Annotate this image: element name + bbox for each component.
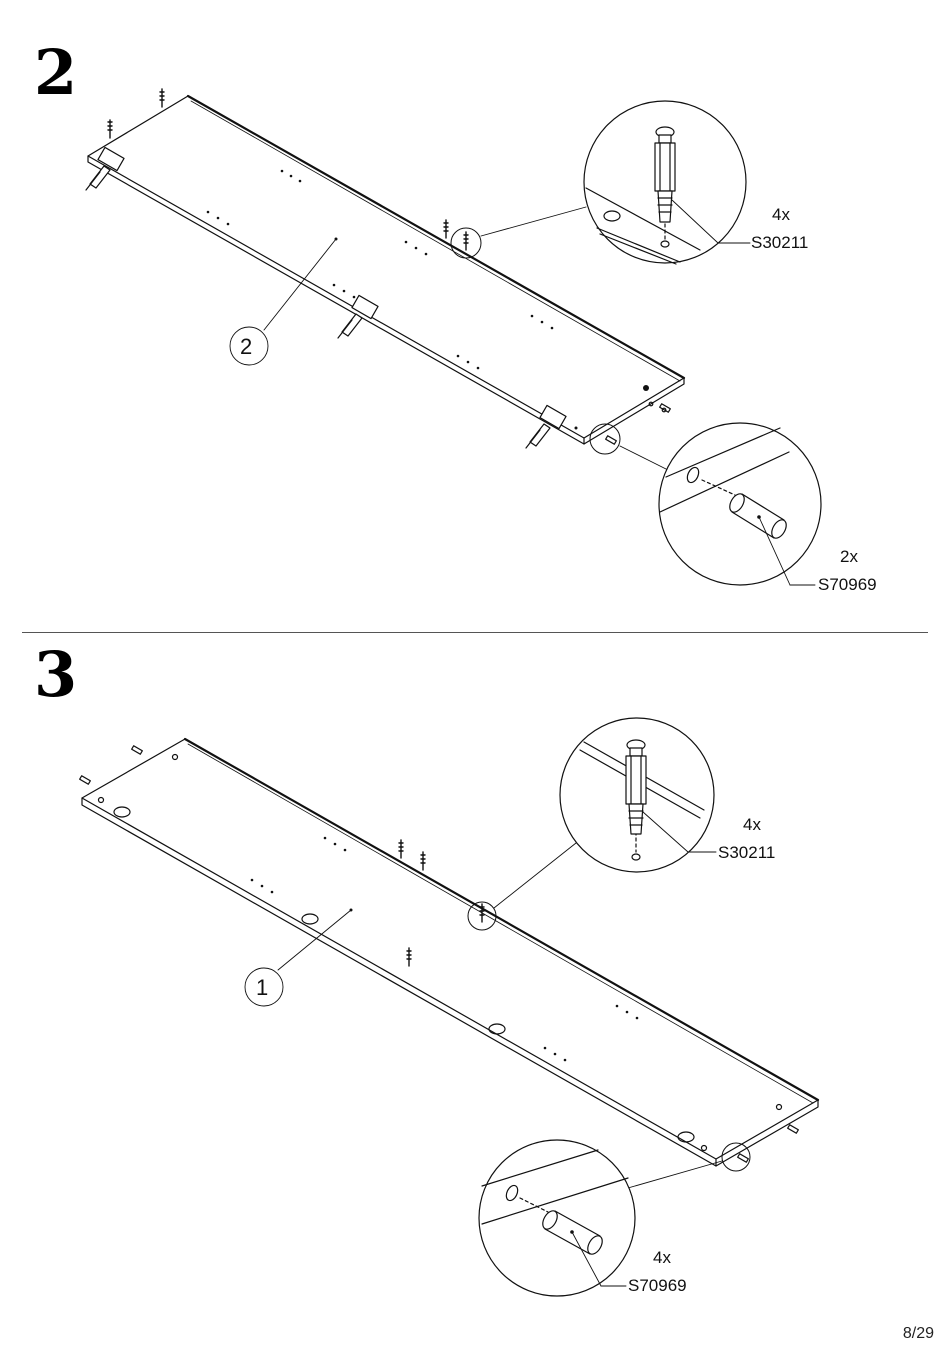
part-1-label: 1 — [256, 975, 268, 1001]
qty-label: 4x — [772, 205, 790, 225]
detail-screw-circle — [560, 718, 716, 872]
qty-label: 2x — [840, 547, 858, 567]
qty-label: 4x — [743, 815, 761, 835]
part-code-label: S30211 — [718, 843, 775, 863]
qty-label: 4x — [653, 1248, 671, 1268]
page-number: 8/29 — [903, 1325, 934, 1343]
part-code-label: S30211 — [751, 233, 808, 253]
part-code-label: S70969 — [818, 575, 877, 595]
part-code-label: S70969 — [628, 1276, 687, 1296]
step-3-drawing — [80, 718, 818, 1296]
step-2-drawing — [86, 89, 821, 585]
detail-dowel-circle — [479, 1140, 635, 1296]
dowel-small-icon — [606, 436, 617, 444]
detail-dowel-circle — [659, 423, 821, 585]
part-2-label: 2 — [240, 334, 252, 360]
detail-screw-circle — [584, 101, 750, 264]
